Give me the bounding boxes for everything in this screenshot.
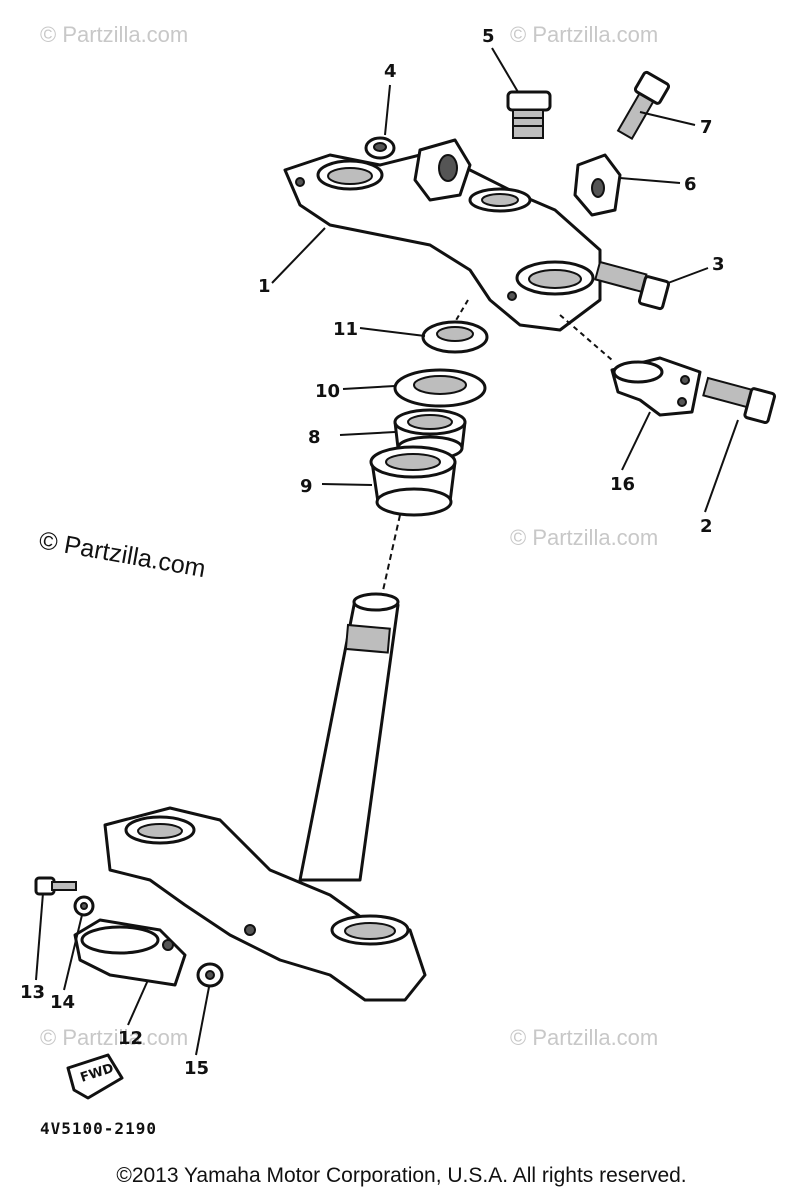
callout-9: 9 [300,476,313,497]
upper-bracket-part-1 [283,138,602,332]
leader-lines [35,47,739,1056]
bearing-part-9 [369,445,457,517]
bracket-part-16 [610,356,702,417]
diagram-code: 4V5100-2190 [40,1119,157,1138]
bolt-part-5 [506,90,552,139]
callout-16: 16 [610,474,635,495]
callout-15: 15 [184,1058,209,1079]
bolt-part-2 [702,376,777,425]
callout-3: 3 [712,254,725,275]
bolt-part-3 [594,260,671,311]
washer-part-14 [73,895,95,917]
callout-11: 11 [333,319,358,340]
callout-4: 4 [384,61,397,82]
watermark-bottom-left: © Partzilla.com [40,1025,188,1050]
watermark-top-left: © Partzilla.com [40,22,188,47]
nut-part-4 [364,136,396,160]
bolt-part-7 [616,70,671,141]
callout-7: 7 [700,117,713,138]
seal-part-10 [393,368,487,408]
callout-5: 5 [482,26,495,47]
bolt-part-13 [34,876,77,896]
clamp-part-12 [73,918,187,987]
fwd-arrow: FWD [66,1053,124,1100]
watermark-main: © Partzilla.com [37,526,208,583]
cap-part-6 [573,153,622,217]
callout-14: 14 [50,992,75,1013]
watermark-mid-right: © Partzilla.com [510,525,658,550]
callout-12: 12 [118,1028,143,1049]
ring-nut-part-11 [421,320,489,354]
callout-13: 13 [20,982,45,1003]
watermark-top-right: © Partzilla.com [510,22,658,47]
lower-bracket-stem [103,592,427,1002]
callout-10: 10 [315,381,340,402]
copyright-notice: ©2013 Yamaha Motor Corporation, U.S.A. A… [116,1164,687,1187]
callout-2: 2 [700,516,713,537]
callout-8: 8 [308,427,321,448]
nut-part-15 [196,962,224,988]
watermark-bottom-right: © Partzilla.com [510,1025,658,1050]
callout-6: 6 [684,174,697,195]
callout-1: 1 [258,276,271,297]
